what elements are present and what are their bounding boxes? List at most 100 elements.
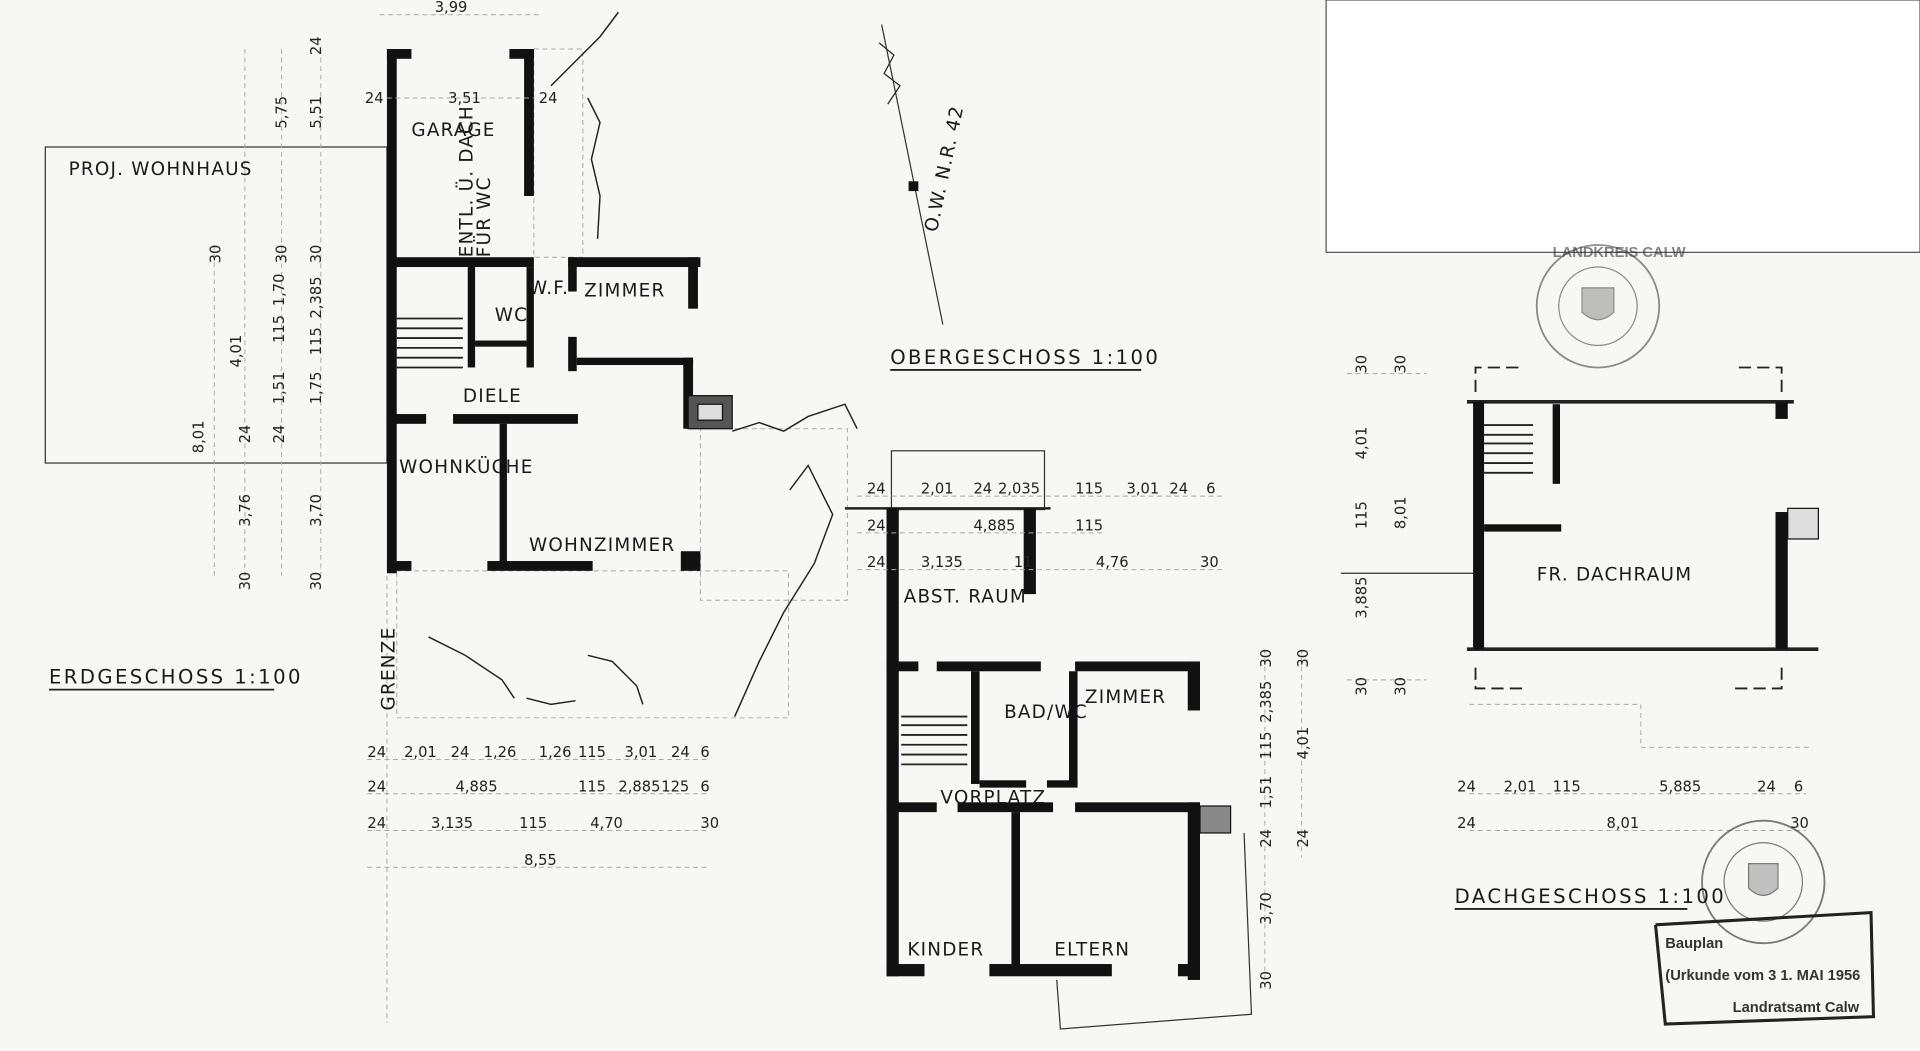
dimension-label: 30	[1354, 355, 1371, 374]
dimension-label: 24	[867, 517, 886, 534]
room-diele: DIELE	[463, 386, 522, 407]
round-seal-stamp-2	[1701, 819, 1826, 945]
chimney-icon	[1787, 507, 1819, 540]
room-zimmer: ZIMMER	[584, 280, 665, 301]
dimension-label: 24	[1457, 815, 1476, 832]
dimension-label: 24	[367, 744, 386, 761]
dimension-label: 24	[451, 744, 470, 761]
dimension-label: 2,385	[1258, 681, 1275, 723]
room-wf: W.F.	[529, 278, 569, 299]
dimension-label: 1,26	[539, 744, 572, 761]
dimension-label: 11	[1014, 554, 1033, 571]
dimension-label: 6	[1206, 481, 1215, 498]
dimension-label: 3,135	[431, 815, 473, 832]
dimension-label: 24	[867, 554, 886, 571]
dimension-label: 115	[1075, 481, 1103, 498]
dimension-label: 3,01	[624, 744, 657, 761]
room-dachraum: FR. DACHRAUM	[1537, 565, 1693, 586]
dimension-label: 125	[661, 778, 689, 795]
neighbor-house-outline	[44, 146, 388, 464]
dimension-label: 4,76	[1096, 554, 1129, 571]
stamp-line-2: (Urkunde vom 3 1. MAI 1956	[1665, 968, 1860, 984]
dimension-label: 2,385	[308, 276, 325, 318]
attic-title: DACHGESCHOSS 1:100	[1455, 885, 1726, 908]
dimension-label: 8,01	[1393, 496, 1410, 529]
dimension-label: 115	[308, 327, 325, 355]
dimension-label: 6	[700, 778, 709, 795]
dimension-label: 3,99	[435, 0, 468, 16]
dimension-label: 4,70	[590, 815, 623, 832]
dimension-label: 30	[1200, 554, 1219, 571]
dimension-label: 115	[578, 744, 606, 761]
dimension-label: 1,26	[484, 744, 517, 761]
dimension-label: 1,70	[271, 274, 288, 307]
chimney-icon	[1199, 805, 1232, 834]
dimension-label: 30	[1258, 971, 1275, 990]
dimension-label: 3,76	[237, 494, 254, 527]
dimension-label: 30	[237, 572, 254, 591]
room-eltern: ELTERN	[1054, 939, 1130, 960]
room-garage: GARAGE	[411, 120, 495, 141]
dimension-label: 4,01	[1354, 427, 1371, 460]
dimension-label: 115	[1553, 778, 1581, 795]
dimension-label: 30	[1393, 677, 1410, 696]
dimension-label: 3,70	[308, 494, 325, 527]
attic-plan	[1340, 366, 1819, 832]
dimension-label: 3,01	[1127, 481, 1160, 498]
dimension-label: 2,885	[618, 778, 660, 795]
ground-floor-plan	[44, 11, 858, 1023]
dimension-label: 115	[1075, 517, 1103, 534]
room-vorplatz: VORPLATZ	[940, 788, 1046, 809]
room-wohnkueche: WOHNKÜCHE	[399, 456, 533, 478]
dimension-label: 24	[1169, 481, 1188, 498]
dimension-label: 30	[1258, 649, 1275, 668]
dimension-label: 30	[1790, 815, 1809, 832]
stamp-line-3: Landratsamt Calw	[1733, 1000, 1860, 1016]
dimension-label: 24	[365, 90, 384, 107]
dimension-label: 30	[308, 245, 325, 264]
dimension-label: 3,135	[921, 554, 963, 571]
approval-box-stamp: Bauplan (Urkunde vom 3 1. MAI 1956 Landr…	[1653, 910, 1876, 1026]
dimension-label: 2,01	[921, 481, 954, 498]
title-block-box	[1325, 0, 1920, 253]
dimension-label: 115	[578, 778, 606, 795]
dimension-label: 3,885	[1354, 577, 1371, 619]
dimension-label: 3,51	[448, 90, 481, 107]
dimension-label: 2,035	[998, 481, 1040, 498]
dimension-label: 24	[271, 425, 288, 444]
dimension-label: 4,885	[456, 778, 498, 795]
seal-text: LANDKREIS CALW	[1553, 245, 1686, 261]
dimension-label: 24	[1757, 778, 1776, 795]
tree-hedge-icon	[428, 11, 858, 717]
dimension-label: 24	[539, 90, 558, 107]
room-zimmer-upper: ZIMMER	[1085, 687, 1166, 708]
dimension-label: 4,01	[228, 335, 245, 368]
boundary-label: GRENZE	[378, 627, 399, 711]
room-abst-raum: ABST. RAUM	[904, 587, 1027, 608]
dimension-label: 1,75	[308, 372, 325, 405]
dimension-label: 1,51	[271, 372, 288, 405]
dimension-label: 24	[367, 815, 386, 832]
dimension-label: 24	[1258, 829, 1275, 848]
dimension-label: 2,01	[404, 744, 437, 761]
dimension-label: 24	[671, 744, 690, 761]
dimension-label: 24	[1295, 829, 1312, 848]
dimension-label: 4,885	[973, 517, 1015, 534]
stamp-line-1: Bauplan	[1665, 936, 1723, 952]
round-seal-stamp	[1535, 244, 1661, 369]
vent-note-2: FÜR WC	[473, 176, 495, 257]
dimension-label: 24	[237, 425, 254, 444]
dimension-label: 5,885	[1659, 778, 1701, 795]
dimension-label: 30	[1354, 677, 1371, 696]
room-bad-wc: BAD/WC	[1004, 702, 1088, 723]
dimension-label: 24	[367, 778, 386, 795]
room-wohnzimmer: WOHNZIMMER	[529, 535, 675, 556]
neighbor-house-label: PROJ. WOHNHAUS	[69, 159, 253, 180]
vent-note-1: ENTL. Ü. DACH	[456, 105, 478, 257]
dimension-label: 115	[271, 315, 288, 343]
street-axis-line	[881, 24, 944, 325]
dimension-label: 5,75	[274, 96, 291, 129]
upper-floor-plan	[844, 450, 1303, 1030]
